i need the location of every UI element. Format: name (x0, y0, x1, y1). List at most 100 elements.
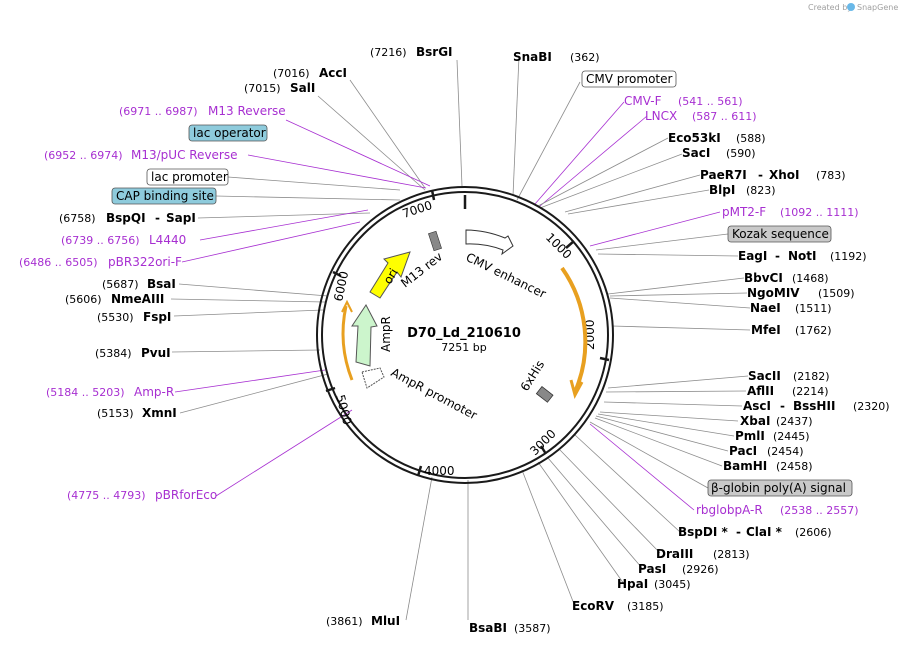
nmeaiii-name: NmeAIII (111, 292, 164, 306)
cmv-enhancer-arrow (465, 229, 514, 256)
tick-labels: 1000 2000 3000 4000 5000 6000 7000 (331, 198, 597, 478)
bamhi-name: BamHI (723, 459, 767, 473)
pvui-pos: (5384) (95, 347, 132, 360)
asci-pos: (2320) (853, 400, 890, 413)
bspdi-sep: - (736, 525, 741, 539)
amp-r-pos: (5184 .. 5203) (46, 386, 125, 399)
bsabi-name: BsaBI (469, 621, 507, 635)
pmt2f-name: pMT2-F (722, 205, 766, 219)
xmni-name: XmnI (142, 406, 177, 420)
aflii-pos: (2214) (792, 385, 829, 398)
fspi-pos: (5530) (97, 311, 134, 324)
cap-binding-label: CAP binding site (116, 189, 214, 203)
tick-marks (325, 189, 610, 477)
sali-name: SalI (290, 81, 315, 95)
lac-promoter-box (146, 168, 229, 186)
bspqi-pos: (6758) (59, 212, 96, 225)
backbone (316, 186, 614, 484)
naei-pos: (1511) (795, 302, 832, 315)
cap-binding-box (111, 187, 217, 205)
cmv-enhancer-label: CMV enhancer (464, 250, 549, 301)
snabi-pos: (362) (570, 51, 600, 64)
bsabi-pos: (3587) (514, 622, 551, 635)
noti-name: NotI (788, 249, 817, 263)
bbvci-pos: (1468) (792, 272, 829, 285)
sacii-pos: (2182) (793, 370, 830, 383)
cmv-f-name: CMV-F (624, 94, 662, 108)
blpi-name: BlpI (709, 183, 735, 197)
pmli-pos: (2445) (773, 430, 810, 443)
credit-brand: SnapGene (857, 3, 898, 12)
bsai-pos: (5687) (102, 278, 139, 291)
bamhi-pos: (2458) (776, 460, 813, 473)
ecorv-pos: (3185) (627, 600, 664, 613)
right-labels: SnaBI (362) CMV promoter CMV-F (541 .. 5… (513, 50, 890, 613)
bsshii-name: BssHII (793, 399, 835, 413)
bsrgi-pos: (7216) (370, 46, 407, 59)
paci-name: PacI (729, 444, 757, 458)
lncx-pos: (587 .. 611) (692, 110, 757, 123)
rbglobpa-pos: (2538 .. 2557) (780, 504, 859, 517)
mfei-pos: (1762) (795, 324, 832, 337)
orf-arc-left-head (341, 299, 353, 313)
m13-puc-reverse-name: M13/pUC Reverse (131, 148, 238, 162)
l4440-name: L4440 (149, 233, 186, 247)
mlui-pos: (3861) (326, 615, 363, 628)
bglobin-box (707, 479, 853, 497)
sali-pos: (7015) (244, 82, 281, 95)
bspqi-sep: - (155, 211, 160, 225)
xbai-pos: (2437) (776, 415, 813, 428)
xbai-name: XbaI (740, 414, 770, 428)
m13-puc-reverse-pos: (6952 .. 6974) (44, 149, 123, 162)
lac-promoter-label: lac promoter (151, 170, 228, 184)
hpai-pos: (3045) (654, 578, 691, 591)
eco53ki-name: Eco53kI (668, 131, 721, 145)
cmv-f-pos: (541 .. 561) (678, 95, 743, 108)
pmt2f-pos: (1092 .. 1111) (780, 206, 859, 219)
orf-arc-left (341, 305, 354, 381)
eagi-pos: (1192) (830, 250, 867, 263)
m13-reverse-pos: (6971 .. 6987) (119, 105, 198, 118)
asci-name: AscI (743, 399, 771, 413)
rbglobpa-name: rbglobpA-R (696, 503, 763, 517)
lac-operator-box (188, 124, 268, 142)
mfei-name: MfeI (751, 323, 781, 337)
paer7i-name: PaeR7I (700, 168, 747, 182)
eco53ki-pos: (588) (736, 132, 766, 145)
bsrgi-name: BsrGI (416, 45, 453, 59)
pbrforeco-pos: (4775 .. 4793) (67, 489, 146, 502)
pbr322ori-pos: (6486 .. 6505) (19, 256, 98, 269)
tick-4000: 4000 (424, 464, 455, 478)
left-labels: (7216) BsrGI (7016) AccI (7015) SalI (69… (19, 45, 551, 635)
m13-reverse-name: M13 Reverse (208, 104, 286, 118)
ampr-promoter-label: AmpR promoter (389, 365, 480, 422)
draiii-name: DraIII (656, 547, 693, 561)
bbvci-name: BbvCI (744, 271, 783, 285)
asci-sep: - (780, 399, 785, 413)
clai-name: ClaI * (746, 525, 783, 539)
pmli-name: PmlI (735, 429, 765, 443)
fspi-name: FspI (143, 310, 171, 324)
center-title: D70_Ld_210610 7251 bp (407, 326, 521, 354)
bspdi-pos: (2606) (795, 526, 832, 539)
snapgene-credit: Created by SnapGene (808, 3, 898, 12)
paer7i-pos: (783) (816, 169, 846, 182)
ngomiv-pos: (1509) (818, 287, 855, 300)
pasi-pos: (2926) (682, 563, 719, 576)
orf-arc-right-head (569, 379, 584, 400)
orf-arc-right (560, 266, 588, 393)
eagi-name: EagI (738, 249, 767, 263)
bspdi-name: BspDI * (678, 525, 728, 539)
xhoi-name: XhoI (769, 168, 800, 182)
bsai-name: BsaI (147, 277, 176, 291)
saci-name: SacI (682, 146, 710, 160)
naei-name: NaeI (750, 301, 781, 315)
lncx-name: LNCX (645, 109, 677, 123)
l4440-pos: (6739 .. 6756) (61, 234, 140, 247)
pvui-name: PvuI (141, 346, 171, 360)
bspqi-name: BspQI (106, 211, 146, 225)
kozak-box (727, 225, 832, 243)
ampr-label: AmpR (379, 316, 393, 352)
aflii-name: AflII (747, 384, 774, 398)
